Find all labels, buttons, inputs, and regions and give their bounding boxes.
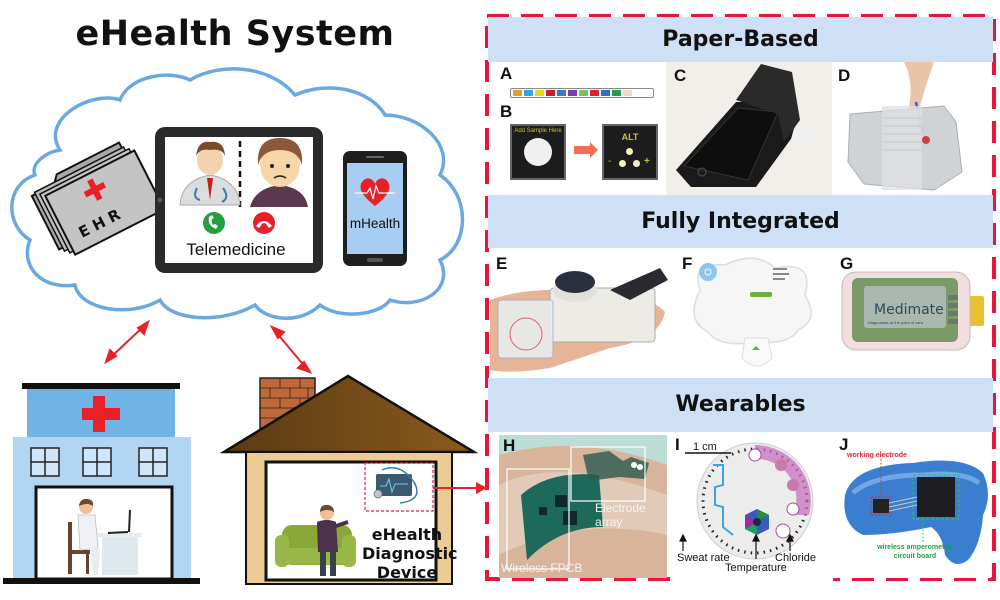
- wireless-fpcb-label: Wireless FPCB: [501, 561, 583, 575]
- panel-letter: C: [674, 66, 687, 85]
- sample-pad: Add Sample Here: [510, 124, 566, 180]
- device-label-line: Diagnostic: [362, 544, 458, 563]
- minus-sign: -: [608, 156, 612, 167]
- doctor-at-desk-figure: [68, 498, 142, 575]
- circuit-board-label: wireless amperometric circuit board: [865, 543, 965, 561]
- panel-letter: D: [838, 66, 851, 85]
- circuit-board-label-line: wireless amperometric: [877, 544, 953, 551]
- right-arrow-icon: [574, 146, 590, 154]
- alt-label: ALT: [621, 132, 639, 142]
- sample-well: [524, 138, 552, 166]
- accept-call-icon: [203, 212, 225, 234]
- mouthguard-sensor-image: [844, 459, 988, 564]
- sweat-sensor-disc-image: [679, 442, 814, 560]
- ehealth-system-illustration: EHR: [3, 67, 487, 585]
- panel-letter: J: [839, 435, 849, 454]
- doctor-avatar-icon: [179, 141, 241, 206]
- sweat-rate-label: Sweat rate: [677, 552, 730, 564]
- plus-sign: +: [644, 156, 650, 167]
- strip-pad: [535, 90, 544, 96]
- result-pad: ALT - +: [602, 124, 658, 180]
- panel-i: I 1 cm Sweat rate Temperature Chloride: [673, 435, 833, 581]
- panel-letter: B: [500, 104, 513, 121]
- patient-figure: [317, 504, 349, 576]
- panel-d: D: [834, 62, 986, 195]
- ehealth-diagnostic-device-label: eHealth Diagnostic Device: [362, 525, 458, 582]
- electrode-array-label: Electrode array: [595, 501, 646, 529]
- telemedicine-label: Telemedicine: [186, 240, 286, 259]
- arrow-head: [590, 142, 598, 158]
- bidirectional-arrow-home: [269, 324, 313, 374]
- working-electrode-label: working electrode: [847, 452, 907, 459]
- smartphone-icon: [343, 151, 407, 266]
- tablet-icon: [155, 127, 323, 273]
- category-header-paper-based: Paper-Based: [488, 17, 993, 62]
- urine-test-strip: [510, 88, 654, 98]
- category-header-fully-integrated: Fully Integrated: [488, 195, 993, 248]
- ehr-folder-icon: [30, 141, 166, 257]
- strip-pad: [513, 90, 522, 96]
- chloride-label: Chloride: [775, 552, 816, 564]
- scale-bar-label: 1 cm: [693, 441, 717, 453]
- result-dot: [619, 160, 626, 167]
- paper-based-device-image: [847, 62, 963, 191]
- medimate-screen-text: Medimate: [874, 302, 944, 318]
- panel-letter: G: [840, 254, 854, 273]
- color-wheel-icon: [745, 509, 769, 535]
- result-dot: [633, 160, 640, 167]
- panel-letter: I: [675, 435, 680, 454]
- strip-pad: [623, 90, 632, 96]
- strip-pad: [590, 90, 599, 96]
- panel-letter: F: [682, 254, 693, 273]
- panel-a: A: [496, 64, 666, 104]
- panel-b: B Add Sample Here ALT - +: [496, 104, 666, 192]
- strip-pad: [546, 90, 555, 96]
- panel-letter: H: [503, 436, 516, 455]
- panel-e: E: [490, 250, 680, 375]
- clover-analyzer-image: [693, 257, 812, 367]
- circuit-board-label-line: circuit board: [893, 553, 937, 560]
- strip-pad: [612, 90, 621, 96]
- medimate-device-image: [841, 271, 984, 351]
- handheld-cartridge-reader-image: [490, 268, 668, 372]
- strip-pad: [568, 90, 577, 96]
- strip-pad: [557, 90, 566, 96]
- heart-ecg-icon: [355, 178, 395, 206]
- panel-g: Medimate Diagnostics at the point of car…: [836, 250, 992, 375]
- category-header-wearables: Wearables: [488, 378, 993, 432]
- device-categories-frame: [485, 14, 996, 581]
- device-label-line: Device: [376, 563, 438, 582]
- strip-pad: [601, 90, 610, 96]
- panel-h: H Electrode array Wireless FPCB: [499, 435, 667, 578]
- panel-j: J working electrode wireless amperometri…: [833, 435, 991, 578]
- mhealth-label: mHealth: [349, 216, 401, 231]
- panel-c: C: [666, 62, 832, 195]
- add-sample-text: Add Sample Here: [514, 128, 562, 134]
- sofa-figure: [275, 525, 356, 567]
- page-title: eHealth System: [75, 14, 395, 54]
- temperature-label: Temperature: [725, 562, 787, 574]
- panel-letter: A: [500, 64, 513, 83]
- panel-letter: E: [496, 254, 508, 273]
- house-icon: [219, 374, 487, 585]
- result-dot: [626, 148, 633, 155]
- strip-pad: [524, 90, 533, 96]
- device-label-line: eHealth: [371, 525, 443, 544]
- patient-avatar-icon: [250, 138, 308, 207]
- diagnostic-device-icon: [373, 467, 418, 504]
- smartphone-reader-image: [676, 64, 815, 187]
- panel-f: F: [680, 250, 830, 375]
- device-to-panel-arrow: [433, 482, 487, 494]
- bidirectional-arrow-hospital: [104, 319, 150, 365]
- wearable-patch-image: [499, 446, 667, 578]
- strip-pad: [579, 90, 588, 96]
- medimate-tagline: Diagnostics at the point of care: [868, 320, 923, 325]
- hospital-building-icon: [3, 383, 200, 584]
